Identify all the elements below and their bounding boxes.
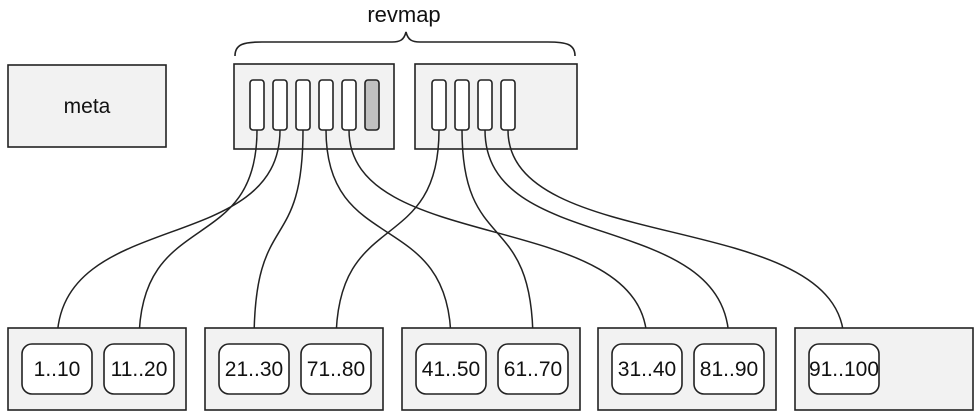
range-label: 61..70 [504, 358, 562, 381]
range-box [497, 343, 569, 395]
pointer-edge [331, 129, 440, 344]
revmap-slot-p2-4 [500, 79, 516, 131]
range-label: 21..30 [225, 358, 283, 381]
meta-label: meta [64, 95, 111, 118]
revmap-slot-p1-6 [364, 79, 380, 131]
range-label: 31..40 [618, 358, 676, 381]
pointer-edge [507, 129, 849, 344]
revmap-slots [249, 79, 516, 131]
pointer-edge [461, 129, 538, 344]
revmap-slot-p2-1 [431, 79, 447, 131]
range-box [415, 343, 487, 395]
range-box [611, 343, 683, 395]
revmap-slot-p1-2 [272, 79, 288, 131]
revmap-slot-p1-1 [249, 79, 265, 131]
revmap-slot-p1-3 [295, 79, 311, 131]
revmap-slot-p1-4 [318, 79, 334, 131]
range-box [103, 343, 175, 395]
pointer-edge [325, 129, 456, 344]
pointer-edge [249, 129, 304, 344]
range-item: 1..10 [21, 343, 93, 395]
range-item: 31..40 [611, 343, 683, 395]
range-item: 11..20 [103, 343, 175, 395]
range-item: 71..80 [300, 343, 372, 395]
range-box [808, 343, 880, 395]
revmap-pointers [52, 129, 849, 344]
revmap-title: revmap [367, 2, 440, 27]
range-item: 21..30 [218, 343, 290, 395]
range-item: 81..90 [693, 343, 765, 395]
range-label: 71..80 [307, 358, 365, 381]
range-label: 11..20 [111, 358, 168, 381]
range-box [218, 343, 290, 395]
revmap-brace [234, 31, 576, 57]
range-label: 81..90 [700, 358, 758, 381]
meta-page [7, 64, 167, 148]
pointer-edge [52, 129, 281, 344]
range-summaries: 1..10 11..20 21..30 71..80 41..50 61..70 31..4… [21, 343, 880, 395]
range-item: 91..100 [808, 343, 880, 395]
revmap-slot-p2-3 [477, 79, 493, 131]
range-item: 41..50 [415, 343, 487, 395]
pointer-edge [134, 129, 258, 344]
revmap-slot-p1-5 [341, 79, 357, 131]
range-item: 61..70 [497, 343, 569, 395]
range-label: 41..50 [422, 358, 480, 381]
range-label: 1..10 [34, 358, 81, 381]
pointer-edge [484, 129, 734, 344]
range-label: 91..100 [809, 358, 879, 381]
range-box [693, 343, 765, 395]
revmap-slot-p2-2 [454, 79, 470, 131]
range-box [21, 343, 93, 395]
range-box [300, 343, 372, 395]
